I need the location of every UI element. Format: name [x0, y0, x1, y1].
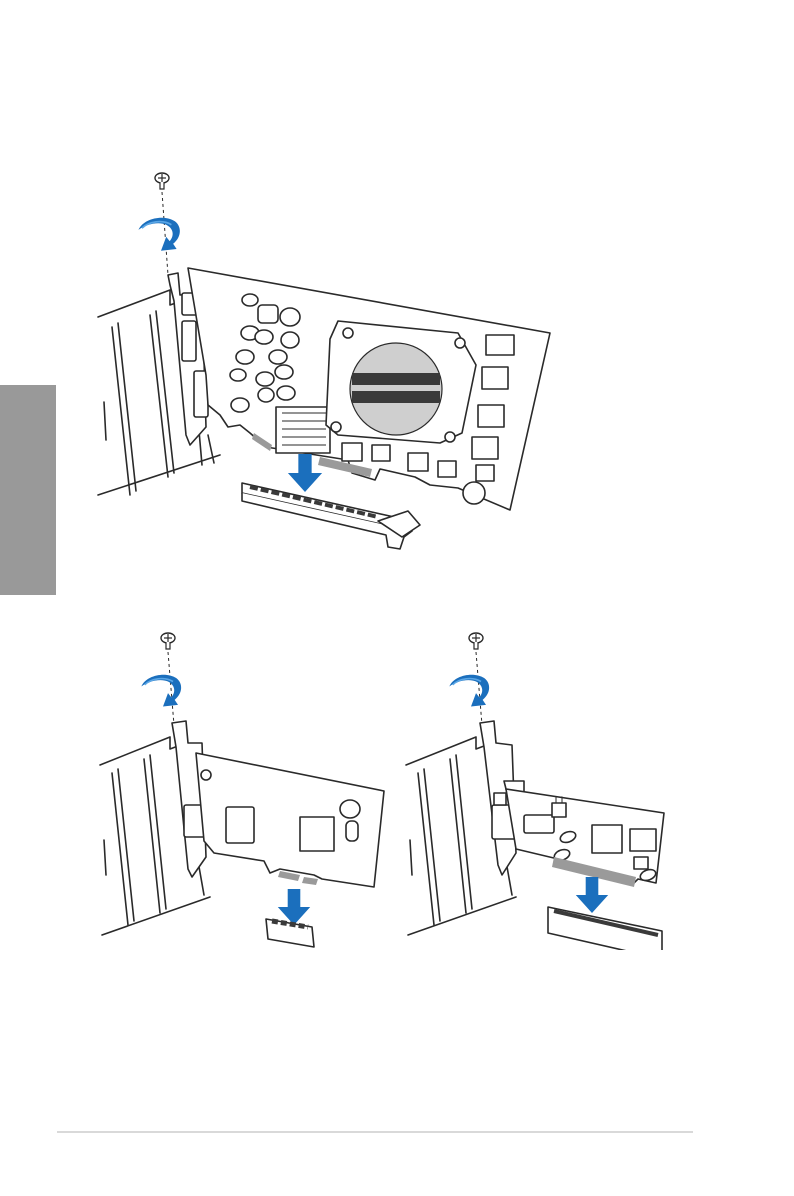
pcie-x1-card-illustration [90, 625, 390, 950]
chapter-side-tab [0, 385, 56, 595]
down-arrow-icon [288, 454, 322, 492]
graphics-card-illustration [90, 165, 560, 565]
screw-icon [161, 633, 175, 649]
down-arrow-icon [278, 889, 310, 925]
rotate-arrow-icon [138, 218, 179, 251]
pci-card-illustration [398, 625, 683, 950]
screw-icon [155, 173, 169, 189]
screw-icon [469, 633, 483, 649]
rotate-arrow-icon [449, 675, 489, 707]
down-arrow-icon [576, 877, 608, 913]
footer-rule [57, 1131, 693, 1133]
rotate-arrow-icon [141, 675, 181, 707]
